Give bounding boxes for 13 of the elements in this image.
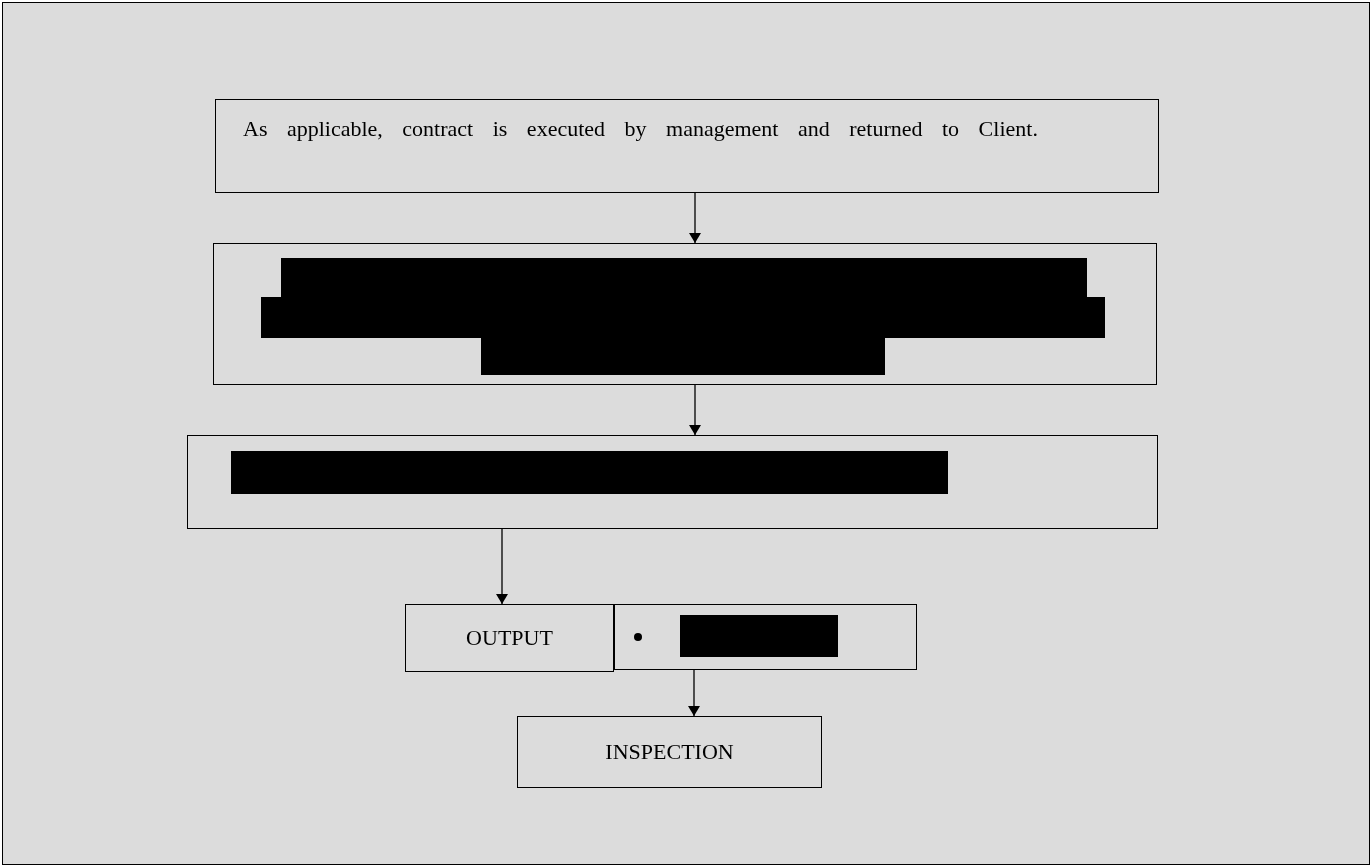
redacted-box <box>187 435 1158 529</box>
arrow <box>689 192 701 244</box>
arrow <box>688 669 700 717</box>
step-text: OUTPUT <box>465 625 554 651</box>
step-text: As applicable, contract is executed by management and returned to Client. <box>243 116 1039 142</box>
process-box <box>517 716 822 788</box>
redacted-box <box>213 243 1157 385</box>
step-text: INSPECTION <box>604 739 735 765</box>
redacted-box <box>614 604 917 670</box>
process-box <box>405 604 614 672</box>
arrow <box>496 528 508 605</box>
process-box <box>215 99 1159 193</box>
arrow <box>689 384 701 436</box>
